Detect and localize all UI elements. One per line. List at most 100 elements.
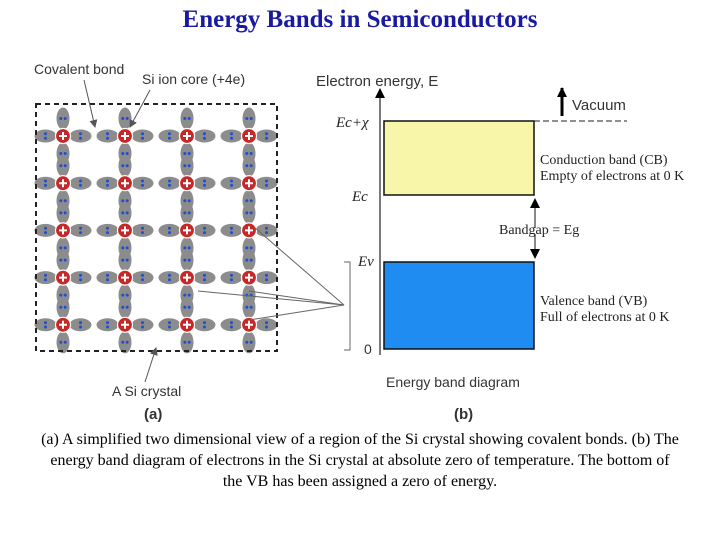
covalent-bond-lobe [96, 129, 119, 143]
plus-sign [59, 273, 67, 282]
plus-sign [121, 132, 129, 140]
electron [203, 226, 206, 230]
electron [44, 278, 47, 282]
electron [245, 340, 249, 344]
electron [79, 321, 82, 325]
electron [44, 231, 47, 235]
covalent-bond-lobe [69, 129, 92, 143]
vb-bracket [344, 261, 351, 351]
electron [106, 132, 109, 136]
electron [203, 179, 206, 183]
electron [187, 211, 191, 215]
electron [230, 321, 233, 325]
covalent-bond-lobe [69, 176, 92, 190]
electron [187, 164, 191, 168]
covalent-bond-lobe [158, 318, 181, 332]
electron [121, 152, 125, 155]
electron [121, 117, 125, 120]
electron [106, 136, 109, 140]
covalent-bond-lobe [56, 249, 70, 272]
electron [106, 321, 109, 325]
covalent-bond-lobe [96, 223, 119, 237]
electron [79, 179, 82, 183]
plus-sign [183, 226, 191, 235]
electron [121, 340, 125, 344]
electron [245, 258, 249, 262]
covalent-bond-lobe [118, 331, 132, 354]
electron [183, 340, 187, 344]
electron [249, 164, 253, 168]
covalent-bond-lobe [255, 318, 278, 332]
electron [59, 211, 63, 215]
electron [168, 321, 171, 325]
electron [249, 246, 253, 250]
valence-band [383, 261, 535, 350]
electron [44, 179, 47, 183]
electron [245, 199, 249, 203]
covalent-bond-lobe [118, 249, 132, 272]
covalent-bond-lobe [242, 107, 256, 130]
covalent-bond-arrow [83, 79, 98, 128]
electron [44, 132, 47, 136]
plus-sign [183, 132, 191, 140]
electron [106, 278, 109, 282]
electron [230, 226, 233, 230]
plus-sign [245, 320, 253, 329]
covalent-bond-lobe [180, 107, 194, 130]
plus-sign [245, 132, 253, 140]
electron [63, 199, 67, 203]
electron [141, 273, 144, 277]
electron [249, 117, 253, 120]
electron [63, 246, 67, 250]
electron [125, 340, 129, 344]
electron [265, 231, 268, 235]
plus-sign [121, 273, 129, 282]
covalent-bond-lobe [158, 223, 181, 237]
covalent-bond-lobe [180, 331, 194, 354]
electron [63, 211, 67, 215]
electron [168, 136, 171, 140]
electron [265, 136, 268, 140]
electron [183, 164, 187, 168]
electron [79, 183, 82, 187]
electron [141, 321, 144, 325]
electron [265, 179, 268, 183]
electron [79, 325, 82, 329]
electron [187, 199, 191, 203]
electron [121, 293, 125, 297]
energy-axis-label: Electron energy, E [316, 73, 438, 90]
covalent-bond-lobe [180, 154, 194, 177]
plus-sign [59, 226, 67, 235]
covalent-bond-lobe [220, 223, 243, 237]
electron [168, 278, 171, 282]
electron [265, 321, 268, 325]
electron [230, 179, 233, 183]
electron [79, 273, 82, 277]
bandgap-label: Bandgap = Eg [499, 223, 579, 238]
covalent-bond-lobe [255, 129, 278, 143]
electron [249, 340, 253, 344]
electron [63, 293, 67, 297]
electron [59, 199, 63, 203]
panel-a-label: (a) [144, 406, 162, 423]
electron [183, 199, 187, 203]
electron [203, 183, 206, 187]
covalent-bond-lobe [96, 176, 119, 190]
electron [63, 117, 67, 120]
covalent-bond-lobe [34, 129, 57, 143]
electron [168, 132, 171, 136]
covalent-bond-lobe [131, 223, 154, 237]
electron [168, 183, 171, 187]
si-crystal-lattice [34, 107, 278, 354]
crystal-arrow [144, 347, 158, 383]
covalent-bond-lobe [242, 201, 256, 224]
plus-sign [183, 273, 191, 282]
covalent-bond-lobe [34, 271, 57, 285]
electron [249, 305, 253, 309]
electron [125, 211, 129, 215]
covalent-bond-lobe [56, 107, 70, 130]
electron [249, 199, 253, 203]
electron [106, 179, 109, 183]
electron [183, 211, 187, 215]
electron [106, 231, 109, 235]
